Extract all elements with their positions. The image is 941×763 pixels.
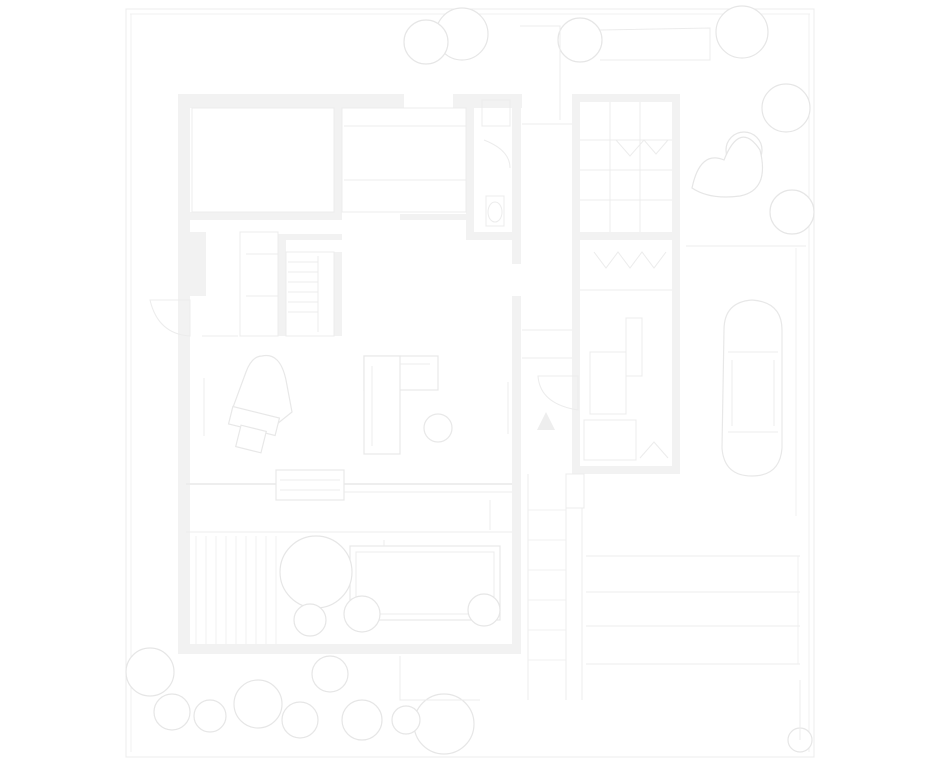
driveway [586, 245, 806, 665]
staircase [239, 231, 335, 337]
main-house-walls [178, 94, 522, 654]
trees [125, 5, 815, 755]
annex-walls [572, 94, 680, 474]
triangle-up-icon [537, 412, 555, 430]
walkway [522, 123, 585, 700]
entrance-door [149, 299, 238, 337]
upper-rooms [191, 99, 511, 227]
garden-paths [399, 25, 801, 740]
parked-car [721, 299, 783, 477]
annex-interior [537, 102, 672, 461]
living-furniture [203, 354, 509, 455]
